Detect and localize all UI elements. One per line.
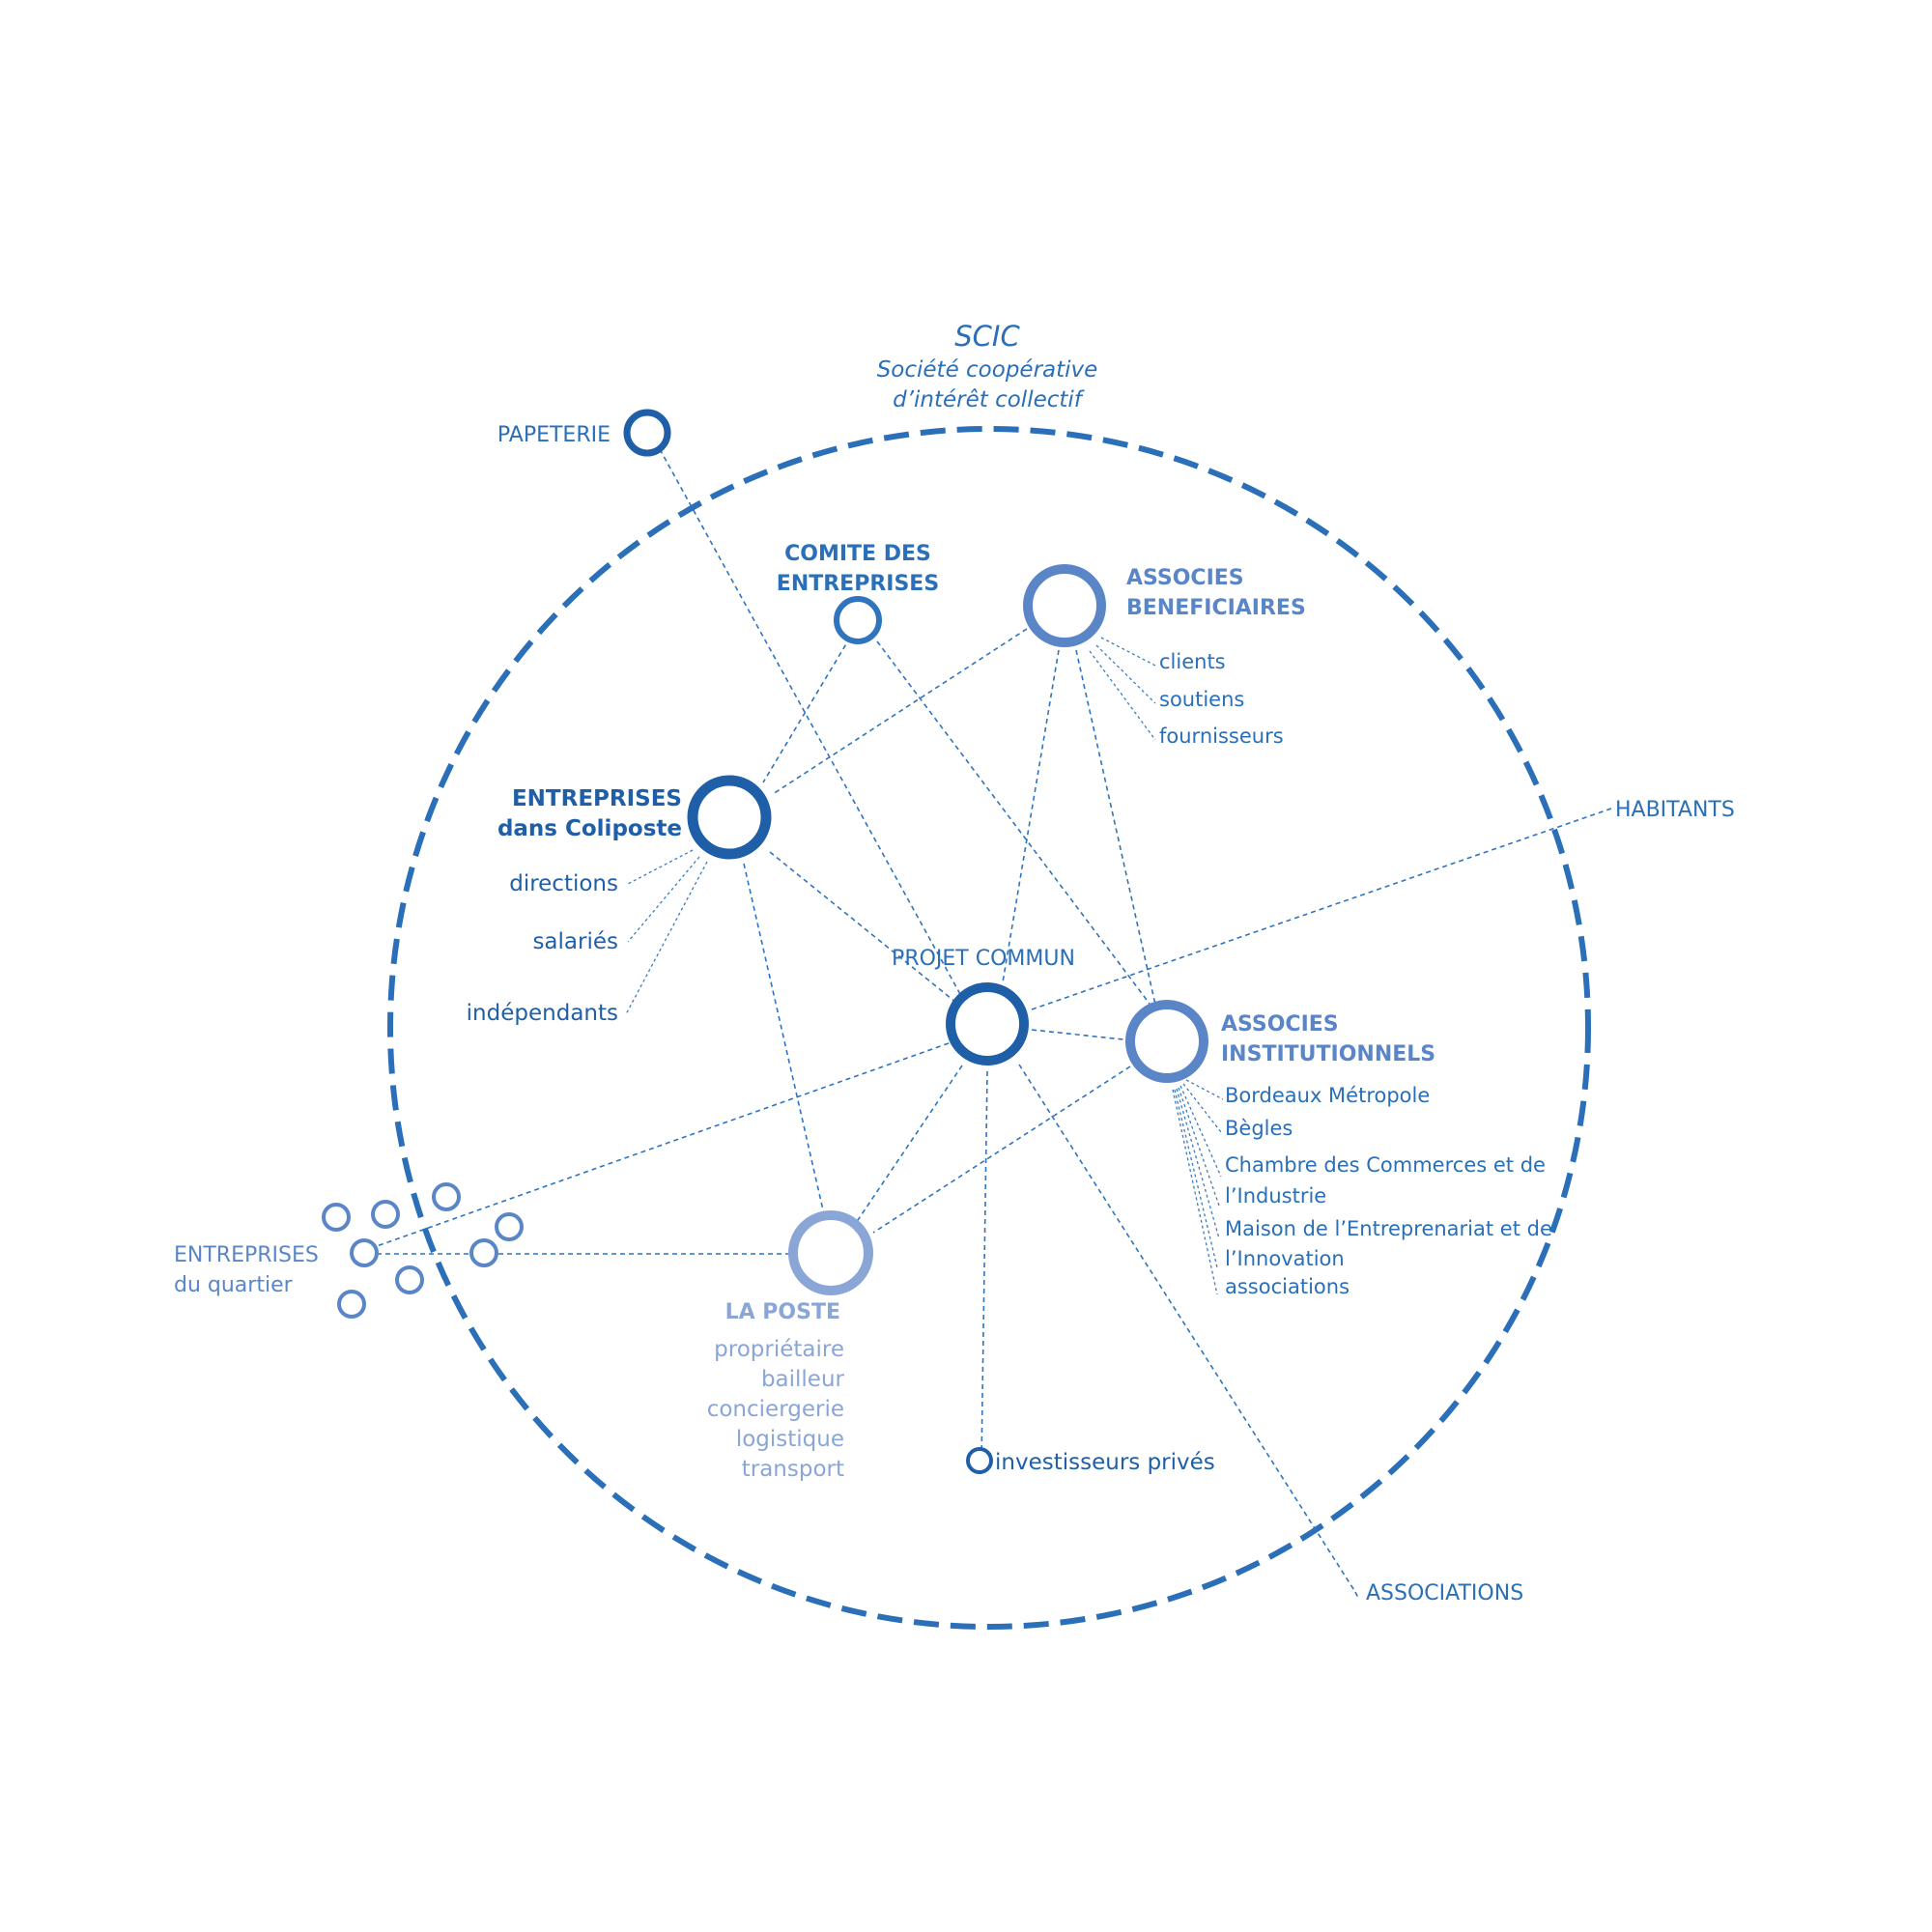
sub-line-salaries [627,856,700,943]
link-projet-associations [1018,1064,1356,1593]
projet-label: PROJET COMMUN [892,947,1075,971]
link-comite-coliposte [762,637,851,783]
link-papeterie-institutionnels [659,448,967,1006]
sub-line-soutiens [1095,644,1156,704]
institutionnels-sub-item: Maison de l’Entreprenariat et de [1225,1217,1552,1240]
comite-node [834,596,882,644]
institutionnels-sub-item: Bègles [1225,1117,1293,1140]
link-projet-quartier [376,1042,950,1247]
laposte-sub-item: conciergerie [707,1397,844,1422]
institutionnels-sub-item: associations [1225,1275,1350,1298]
sub-line-maison [1176,1088,1220,1239]
link-associations-tail [1354,1591,1359,1599]
laposte-sub-item: transport [742,1457,844,1482]
quartier-node-3 [432,1182,461,1211]
sub-line-fournisseurs [1089,650,1156,741]
scic-title-main: SCIC [954,320,1020,353]
investisseurs-label: investisseurs privés [995,1450,1215,1475]
sub-line-begles [1182,1083,1222,1133]
link-coliposte-projet [769,851,957,1004]
coliposte-sub-item: salariés [532,929,618,954]
investisseurs-node [966,1447,993,1474]
sub-line-innovation [1174,1089,1218,1268]
laposte-sub-list: propriétaire bailleur conciergerie logis… [707,1337,845,1482]
link-projet-habitants [1031,808,1612,1010]
laposte-sub-item: propriétaire [714,1337,844,1362]
sub-line-associations [1172,1089,1218,1295]
habitants-label: HABITANTS [1615,798,1735,822]
link-coliposte-laposte [743,863,825,1215]
scic-title-sub1: Société coopérative [877,357,1098,383]
quartier-label-line1: ENTREPRISES [174,1243,319,1267]
institutionnels-sub-item: l’Innovation [1225,1247,1345,1270]
link-beneficiaires-institutionnels [1075,649,1156,1006]
institutionnels-label-line1: ASSOCIES [1221,1012,1339,1037]
institutionnels-sub-list: Bordeaux Métropole Bègles Chambre des Co… [1225,1084,1552,1298]
node-labels: PAPETERIE COMITE DES ENTREPRISES ASSOCIE… [174,423,1735,1605]
quartier-node-5 [495,1212,524,1241]
institutionnels-sub-item: Chambre des Commerces et de [1225,1153,1546,1177]
quartier-node-2 [371,1200,400,1229]
sub-line-independants [625,861,708,1015]
link-beneficiaires-projet [1002,649,1060,983]
coliposte-node [687,775,772,860]
nodes [322,409,1208,1474]
associations-label: ASSOCIATIONS [1366,1581,1523,1605]
link-projet-investisseurs [980,1070,988,1462]
quartier-node-7 [395,1265,424,1294]
beneficiaires-sub-item: soutiens [1159,688,1244,711]
sub-line-bordeaux [1185,1079,1224,1100]
coliposte-label-line1: ENTREPRISES [512,786,682,811]
link-beneficiaires-coliposte [772,628,1028,795]
beneficiaires-node [1023,564,1106,647]
comite-label-line2: ENTREPRISES [777,572,939,596]
scic-title: SCIC Société coopérative d’intérêt colle… [877,320,1098,412]
link-projet-institutionnels [1031,1029,1133,1041]
beneficiaires-sub-list: clients soutiens fournisseurs [1159,650,1284,748]
scic-boundary-circle [387,426,1591,1630]
coliposte-sub-item: directions [509,871,618,896]
papeterie-node [623,409,671,457]
beneficiaires-sub-item: clients [1159,650,1226,673]
quartier-node-4 [350,1238,379,1267]
laposte-sub-item: bailleur [761,1367,845,1392]
institutionnels-sub-item: l’Industrie [1225,1184,1326,1208]
connections [376,448,1612,1599]
coliposte-sub-item: indépendants [467,1001,618,1026]
projet-node [946,982,1029,1065]
quartier-label-line2: du quartier [174,1273,294,1297]
institutionnels-label-line2: INSTITUTIONNELS [1221,1042,1435,1066]
sub-line-clients [1100,637,1158,668]
quartier-node-6 [469,1238,498,1267]
beneficiaires-label-line2: BENEFICIAIRES [1126,596,1306,620]
sub-line-chambre [1179,1085,1222,1178]
laposte-sub-item: logistique [736,1427,844,1452]
laposte-label: LA POSTE [725,1300,840,1324]
link-comite-institutionnels [876,640,1156,1012]
sub-line-directions [627,849,694,885]
coliposte-sub-list: directions salariés indépendants [467,871,618,1026]
quartier-node-8 [337,1290,366,1319]
link-projet-laposte [855,1065,963,1224]
institutionnels-node [1125,1000,1208,1083]
beneficiaires-label-line1: ASSOCIES [1126,566,1244,590]
scic-title-sub2: d’intérêt collectif [893,387,1085,412]
quartier-node-1 [322,1203,351,1232]
beneficiaires-sub-item: fournisseurs [1159,724,1284,748]
coliposte-label-line2: dans Coliposte [497,816,682,841]
link-institutionnels-laposte [872,1065,1131,1234]
institutionnels-sub-item: Bordeaux Métropole [1225,1084,1430,1107]
comite-label-line1: COMITE DES [784,542,931,566]
laposte-node [788,1210,873,1295]
sub-connections [625,637,1224,1295]
papeterie-label: PAPETERIE [497,423,611,447]
